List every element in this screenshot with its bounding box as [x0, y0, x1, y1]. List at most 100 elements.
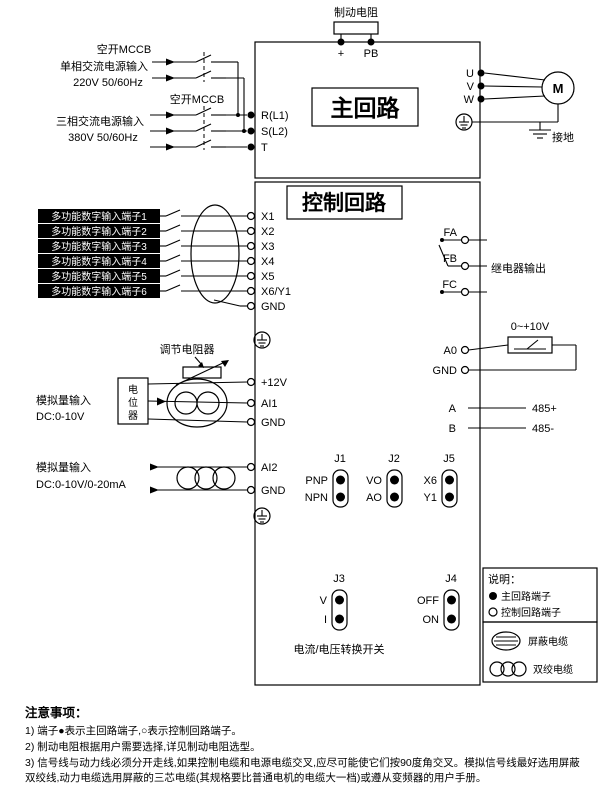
jumper-pin — [447, 614, 456, 624]
terminal-plus — [337, 38, 345, 46]
analog1-label: 模拟量输入 — [36, 393, 91, 407]
jumper-body — [332, 469, 349, 508]
jumper-pin — [447, 595, 456, 605]
terminal-ai2-label: AI2 — [261, 462, 278, 474]
terminal-gnd — [246, 301, 256, 311]
jumper-pin-label: AO — [366, 492, 382, 504]
potentiometer-char: 位 — [128, 396, 138, 409]
jumper-j3: J3 V I — [320, 573, 348, 631]
jumper-pin — [336, 492, 345, 502]
terminal-ai2 — [246, 462, 256, 472]
jumper-body — [443, 589, 460, 631]
terminal-r-label: R(L1) — [261, 110, 289, 122]
terminal-gnd-label: GND — [261, 485, 286, 497]
terminal-fc — [460, 287, 470, 297]
jumper-pin — [390, 492, 399, 502]
terminal-fb-label: FB — [443, 253, 457, 265]
terminal-t-label: T — [261, 142, 268, 154]
terminal-x1-label: X1 — [261, 211, 274, 223]
digital-input-label: 多功能数字输入端子5 — [51, 270, 147, 283]
wire-arrow-icon — [166, 127, 175, 135]
terminal-fa — [460, 235, 470, 245]
ground-label: 接地 — [552, 131, 574, 144]
meter-needle-icon — [514, 339, 546, 350]
jumper-j2-name: J2 — [388, 453, 400, 465]
earth-terminal-icon — [253, 331, 271, 349]
jumper-pin-label: ON — [423, 614, 440, 626]
terminal-u-label: U — [466, 68, 474, 80]
terminal-gnd — [246, 485, 256, 495]
shielded-cable-icon — [190, 204, 240, 304]
earth-terminal-icon — [253, 507, 271, 525]
terminal-x4-label: X4 — [261, 256, 274, 268]
twisted-wire-icon — [176, 466, 200, 490]
terminal-x5-label: X5 — [261, 271, 274, 283]
terminal-fc-label: FC — [442, 279, 457, 291]
analog-input2-section: 模拟量输入 DC:0-10V/0-20mA AI2 GND — [36, 460, 286, 525]
digital-input-tag — [38, 284, 160, 298]
jumper-pin — [336, 475, 345, 485]
legend-title: 说明： — [488, 572, 521, 586]
mccb1-label: 空开MCCB — [97, 42, 151, 56]
wire-arrow-icon — [166, 74, 175, 82]
relay-output-section: FA FB FC 继电器输出 — [438, 227, 546, 297]
jumper-pin — [335, 614, 344, 624]
terminal-ai1-label: AI1 — [261, 398, 278, 410]
jumper-pin-label: Y1 — [424, 492, 437, 504]
terminal-a0 — [460, 345, 470, 355]
terminal-gnd — [246, 417, 256, 427]
terminal-plus-label: + — [338, 48, 344, 60]
brake-resistor-label: 制动电阻 — [334, 6, 378, 19]
terminal-x3 — [246, 241, 256, 251]
digital-input-tag — [38, 269, 160, 283]
terminal-x5 — [246, 271, 256, 281]
switch-label: 电流/电压转换开关 — [293, 642, 384, 656]
digital-input-tag — [38, 239, 160, 253]
terminal-a0-label: A0 — [444, 345, 457, 357]
terminal-gnd-label: GND — [433, 365, 458, 377]
jumper-body — [386, 469, 403, 508]
terminal-b-label: B — [449, 423, 456, 435]
analog2-range: DC:0-10V/0-20mA — [36, 479, 127, 491]
twisted-wire-icon — [196, 391, 220, 415]
relay-output-label: 继电器输出 — [491, 261, 546, 275]
jumper-body — [441, 469, 458, 508]
main-circuit-title-box — [311, 87, 419, 127]
terminal-x1 — [246, 211, 256, 221]
jumper-pin-label: V — [320, 595, 328, 607]
relay-switch-icon — [438, 239, 487, 293]
adjust-resistor-label: 调节电阻器 — [160, 343, 215, 356]
terminal-x6y1-label: X6/Y1 — [261, 286, 291, 298]
terminal-r — [247, 111, 255, 119]
potentiometer-char: 器 — [128, 410, 138, 422]
brake-resistor-section: 制动电阻 + PB — [333, 6, 379, 60]
jumper-pin-label: VO — [366, 475, 382, 487]
twisted-wire-icon — [194, 466, 218, 490]
wire-arrow-icon — [166, 111, 175, 119]
three-phase-rating: 380V 50/60Hz — [68, 132, 138, 144]
potentiometer-char: 电 — [128, 383, 138, 396]
ground-wires — [472, 104, 559, 130]
adjustable-resistor-icon — [182, 366, 222, 379]
analog1-range: DC:0-10V — [36, 411, 85, 423]
legend-shielded-cable: 屏蔽电缆 — [528, 635, 568, 648]
wire-arrow-icon — [166, 58, 175, 66]
wire-arrow-icon — [166, 143, 175, 151]
motor-label: M — [553, 81, 564, 96]
single-phase-label: 单相交流电源输入 — [60, 59, 148, 73]
note-item: 1) 端子●表示主回路端子,○表示控制回路端子。 — [25, 725, 242, 737]
terminal-s — [247, 127, 255, 135]
terminal-s-label: S(L2) — [261, 126, 288, 138]
wiring-diagram: 主回路 控制回路 制动电阻 + PB 空开MCCB 单相交流电源输入 220V … — [36, 6, 598, 686]
three-phase-label: 三相交流电源输入 — [56, 114, 144, 128]
resistor-arrow-icon — [221, 360, 229, 367]
notes-section: 注意事项： 1) 端子●表示主回路端子,○表示控制回路端子。 2) 制动电阻根据… — [25, 702, 583, 787]
digital-input-tag — [38, 209, 160, 223]
meter-icon — [507, 336, 553, 354]
single-phase-input-section: 空开MCCB 单相交流电源输入 220V 50/60Hz — [60, 42, 246, 133]
jumper-j1-name: J1 — [334, 453, 346, 465]
terminal-u — [477, 69, 485, 77]
three-phase-input-section: 空开MCCB 三相交流电源输入 380V 50/60Hz R(L1) S(L2)… — [56, 92, 289, 154]
digital-input-section: 多功能数字输入端子1 X1 多功能数字输入端子2 X2 多功能数字输入端子3 X… — [38, 204, 291, 349]
